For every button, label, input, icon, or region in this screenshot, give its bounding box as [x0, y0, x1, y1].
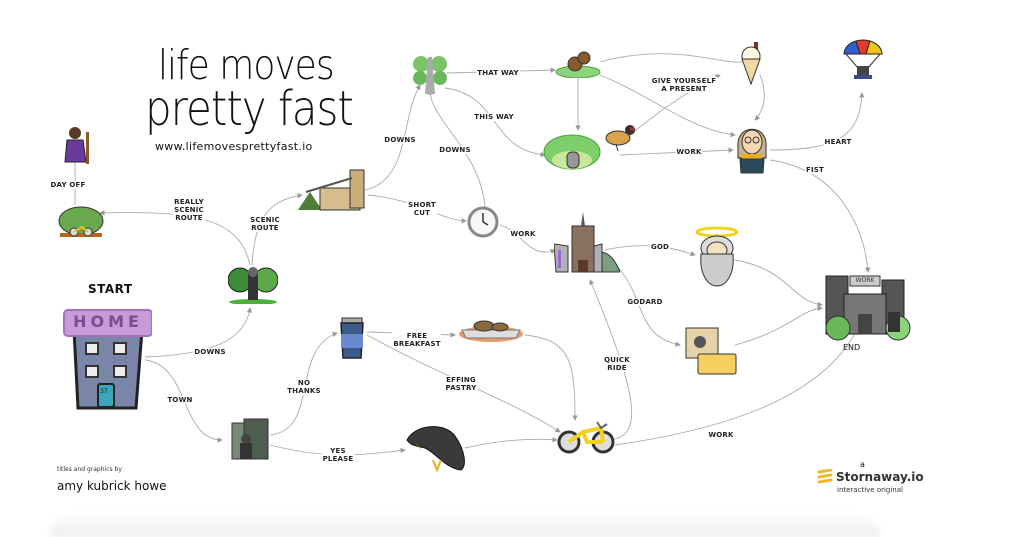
coffee-node[interactable]	[338, 316, 366, 360]
credits-line-1: titles and graphics by	[57, 466, 122, 473]
edge-label-this-way[interactable]: THIS WAY	[473, 113, 515, 121]
edge-label-short-cut[interactable]: SHORT CUT	[407, 201, 437, 217]
edge-label-god[interactable]: GOD	[649, 243, 671, 251]
trees-man-icon	[227, 267, 279, 305]
bush-bike-icon	[58, 206, 104, 237]
squirrel-node[interactable]	[555, 50, 601, 79]
squirrel-icon	[555, 51, 601, 79]
edge-label-downs[interactable]: DOWNS	[193, 348, 227, 356]
tree-road-node[interactable]	[413, 52, 447, 94]
edge-label-downs-2[interactable]: DOWNS	[383, 136, 417, 144]
brand-prefix: a	[860, 460, 865, 469]
bridge-node[interactable]	[298, 168, 370, 213]
door-number: 37	[100, 388, 108, 395]
edge-label-downs-3[interactable]: DOWNS	[438, 146, 472, 154]
edge-label-heart[interactable]: HEART	[823, 138, 853, 146]
icecream-node[interactable]	[738, 42, 764, 86]
edge-label-that-way[interactable]: THAT WAY	[476, 69, 520, 77]
edge-label-work-2[interactable]: WORK	[509, 230, 537, 238]
clock-node[interactable]	[467, 206, 499, 238]
woman-node[interactable]	[735, 118, 769, 174]
icecream-icon	[741, 42, 761, 86]
bird-node[interactable]	[604, 122, 636, 152]
breakfast-icon	[459, 320, 523, 342]
breakfast-node[interactable]	[456, 316, 526, 346]
clock-icon	[467, 206, 499, 238]
city-icon	[231, 418, 269, 460]
crow-node[interactable]	[405, 422, 469, 473]
edge-label-quick-ride[interactable]: QUICK RIDE	[603, 356, 631, 372]
edge-label-godard[interactable]: GODARD	[626, 298, 664, 306]
cinema-node[interactable]	[682, 324, 738, 380]
road-icon	[413, 56, 447, 94]
cinema-ticket-icon	[685, 327, 737, 375]
parachute-node[interactable]	[842, 38, 884, 82]
grave-icon	[543, 134, 601, 170]
edge-label-yes-please[interactable]: YES PLEASE	[321, 447, 355, 463]
start-label: START	[88, 282, 133, 296]
bird-icon	[605, 125, 635, 152]
title-line-2: pretty fast	[145, 80, 354, 137]
park-man-node[interactable]	[227, 262, 279, 305]
credits-line-2: amy kubrick howe	[57, 479, 167, 493]
church-node[interactable]	[553, 212, 621, 274]
home-sign: HOME	[73, 312, 143, 331]
title-line-1: life moves	[158, 42, 335, 90]
coffee-icon	[340, 317, 364, 359]
office-icon	[825, 275, 911, 341]
brand-tagline: interactive original	[837, 486, 903, 494]
edge-label-fist[interactable]: FIST	[804, 166, 826, 174]
brand-name[interactable]: Stornaway.io	[836, 470, 924, 484]
edge-label-really-scenic-route[interactable]: REALLY SCENIC ROUTE	[173, 198, 205, 222]
work-node[interactable]: WORK	[822, 272, 912, 344]
god-node[interactable]	[695, 226, 739, 288]
parachute-icon	[843, 39, 883, 79]
edge-label-work-3[interactable]: WORK	[707, 431, 735, 439]
edge-label-no-thanks[interactable]: NO THANKS	[286, 379, 322, 395]
god-icon	[695, 226, 739, 287]
grave-node[interactable]	[543, 128, 601, 170]
edge-label-give-yourself-a-present[interactable]: GIVE YOURSELF A PRESENT	[650, 77, 718, 93]
work-sign: WORK	[855, 277, 875, 284]
home-node[interactable]: HOME 37	[62, 308, 153, 413]
bike-node[interactable]	[557, 418, 617, 454]
edge-label-free-breakfast[interactable]: FREE BREAKFAST	[392, 332, 442, 348]
woman-icon	[737, 128, 767, 174]
edge-label-day-off[interactable]: DAY OFF	[49, 181, 87, 189]
church-icon	[553, 212, 621, 273]
edge-label-town[interactable]: TOWN	[166, 396, 194, 404]
city-node[interactable]	[230, 417, 270, 461]
wizard-icon	[64, 127, 89, 164]
edge-label-effing-pastry[interactable]: EFFING PASTRY	[444, 376, 478, 392]
edge-label-work[interactable]: WORK	[675, 148, 703, 156]
end-label: END	[843, 343, 861, 352]
crow-icon	[406, 426, 465, 473]
edge-label-scenic-route[interactable]: SCENIC ROUTE	[249, 216, 281, 232]
stornaway-logo-icon	[817, 468, 833, 485]
bridge-icon	[298, 169, 365, 211]
bottom-shadow	[50, 512, 880, 537]
wizard-node[interactable]	[62, 126, 92, 166]
site-url[interactable]: www.lifemovesprettyfast.io	[155, 140, 313, 153]
bicycle-icon	[557, 421, 615, 454]
bush-bike-node[interactable]	[58, 205, 104, 239]
